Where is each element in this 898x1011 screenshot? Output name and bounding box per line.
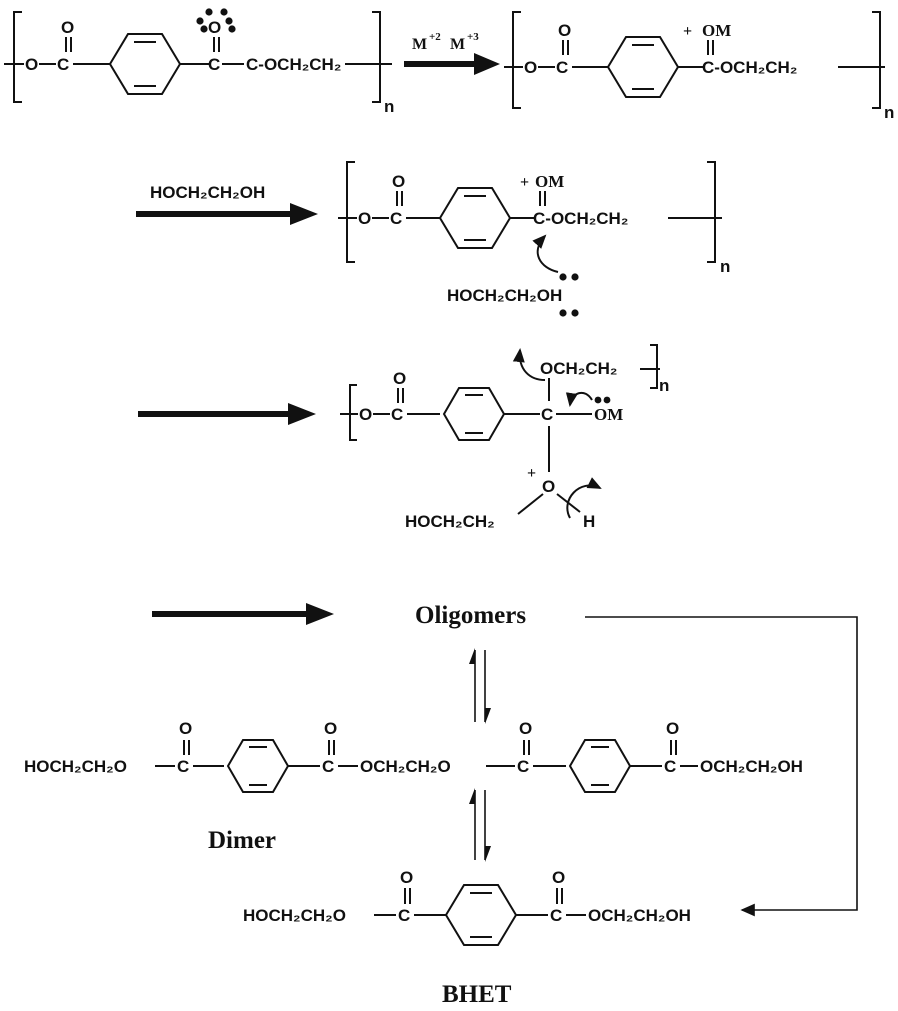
electron-push-arrow [565,391,593,407]
repeat-n: n [659,376,669,395]
glycol-reagent-label: HOCH₂CH₂OH [150,183,265,202]
atom-c: C [322,757,334,776]
atom-c: C [398,906,410,925]
atom-c: C [541,405,553,424]
atom-o: O [400,868,413,887]
oligomers-to-bhet-arrow [585,616,858,917]
glycol-attack-complex: O C O C-OCH₂CH₂ + OM n HOCH₂CH₂OH [338,161,730,317]
catalyst-m2: M [412,36,427,53]
atom-c: C [208,55,220,74]
activated-pet-complex: O C O C-OCH₂CH₂ + OM n [504,11,894,122]
charge-plus: + [683,23,692,40]
benzene-ring [443,387,505,441]
catalyst-m3-charge: +3 [467,31,479,43]
tetrahedral-intermediate: O C O C OCH₂CH₂ n OM + O HOCH₂CH₂ H [340,344,669,531]
atom-c: C [550,906,562,925]
atom-o: O [359,405,372,424]
lone-pair-dots [559,273,579,317]
benzene-ring [439,187,511,249]
dimer-middle-chain: OCH₂CH₂O [360,757,451,776]
atom-o: O [519,719,532,738]
lone-pair-dots [196,8,236,33]
metal-coordinated-oxygen: OM [535,172,564,191]
reactant-pet-unit: O C O C O C-OCH₂CH₂ n [4,8,394,116]
dimer-right-chain: OCH₂CH₂OH [700,757,803,776]
oligomers-label: Oligomers [415,602,526,629]
atom-o: O [324,719,337,738]
benzene-ring [569,739,631,793]
atom-o: O [666,719,679,738]
oligomer-arrow [152,603,334,625]
bhet-right-chain: OCH₂CH₂OH [588,906,691,925]
bhet-structure: HOCH₂CH₂O C O C O OCH₂CH₂OH [243,868,691,946]
atom-o: O [61,18,74,37]
equilibrium-arrows [469,788,491,862]
electron-push-arrow [532,234,559,273]
atom-o: O [358,209,371,228]
benzene-ring [445,884,517,946]
glycol-nucleophile: HOCH₂CH₂OH [447,286,562,305]
intermediate-arrow [138,403,316,425]
benzene-ring [109,33,181,95]
electron-push-arrow [566,477,602,519]
atom-o: O [25,55,38,74]
electron-push-arrow [512,348,546,381]
alkoxide-oxygen: OM [594,405,623,424]
atom-o: O [393,369,406,388]
atom-o: O [392,172,405,191]
charge-plus: + [520,174,529,191]
atom-o: O [524,58,537,77]
atom-o: O [558,21,571,40]
atom-o: O [179,719,192,738]
glycol-chain: HOCH₂CH₂ [405,512,495,531]
repeat-n: n [884,103,894,122]
atom-c: C [391,405,403,424]
dimer-label: Dimer [208,827,276,854]
oxonium-oxygen: O [542,477,555,496]
catalyst-arrow: M +2 M +3 [404,31,500,75]
atom-c: C [664,757,676,776]
atom-c: C [390,209,402,228]
catalyst-m2-charge: +2 [429,31,441,43]
atom-c: C [517,757,529,776]
atom-o: O [552,868,565,887]
dimer-left-chain: HOCH₂CH₂O [24,757,127,776]
catalyst-m3: M [450,36,465,53]
ester-chain: C-OCH₂CH₂ [246,55,341,74]
dimer-structure: HOCH₂CH₂O C O C O OCH₂CH₂O C O C O OCH₂C… [24,719,803,793]
ester-chain: C-OCH₂CH₂ [702,58,797,77]
bhet-left-chain: HOCH₂CH₂O [243,906,346,925]
atom-c: C [57,55,69,74]
atom-c: C [177,757,189,776]
repeat-n: n [384,97,394,116]
atom-c: C [556,58,568,77]
ester-chain: C-OCH₂CH₂ [533,209,628,228]
repeat-n: n [720,257,730,276]
bhet-label: BHET [442,981,512,1008]
charge-plus: + [527,465,536,482]
atom-o: O [208,18,221,37]
equilibrium-arrows [469,648,491,724]
proton: H [583,512,595,531]
metal-coordinated-oxygen: OM [702,21,731,40]
top-chain: OCH₂CH₂ [540,359,617,378]
benzene-ring [227,739,289,793]
glycol-arrow: HOCH₂CH₂OH [136,183,318,225]
benzene-ring [607,36,679,98]
